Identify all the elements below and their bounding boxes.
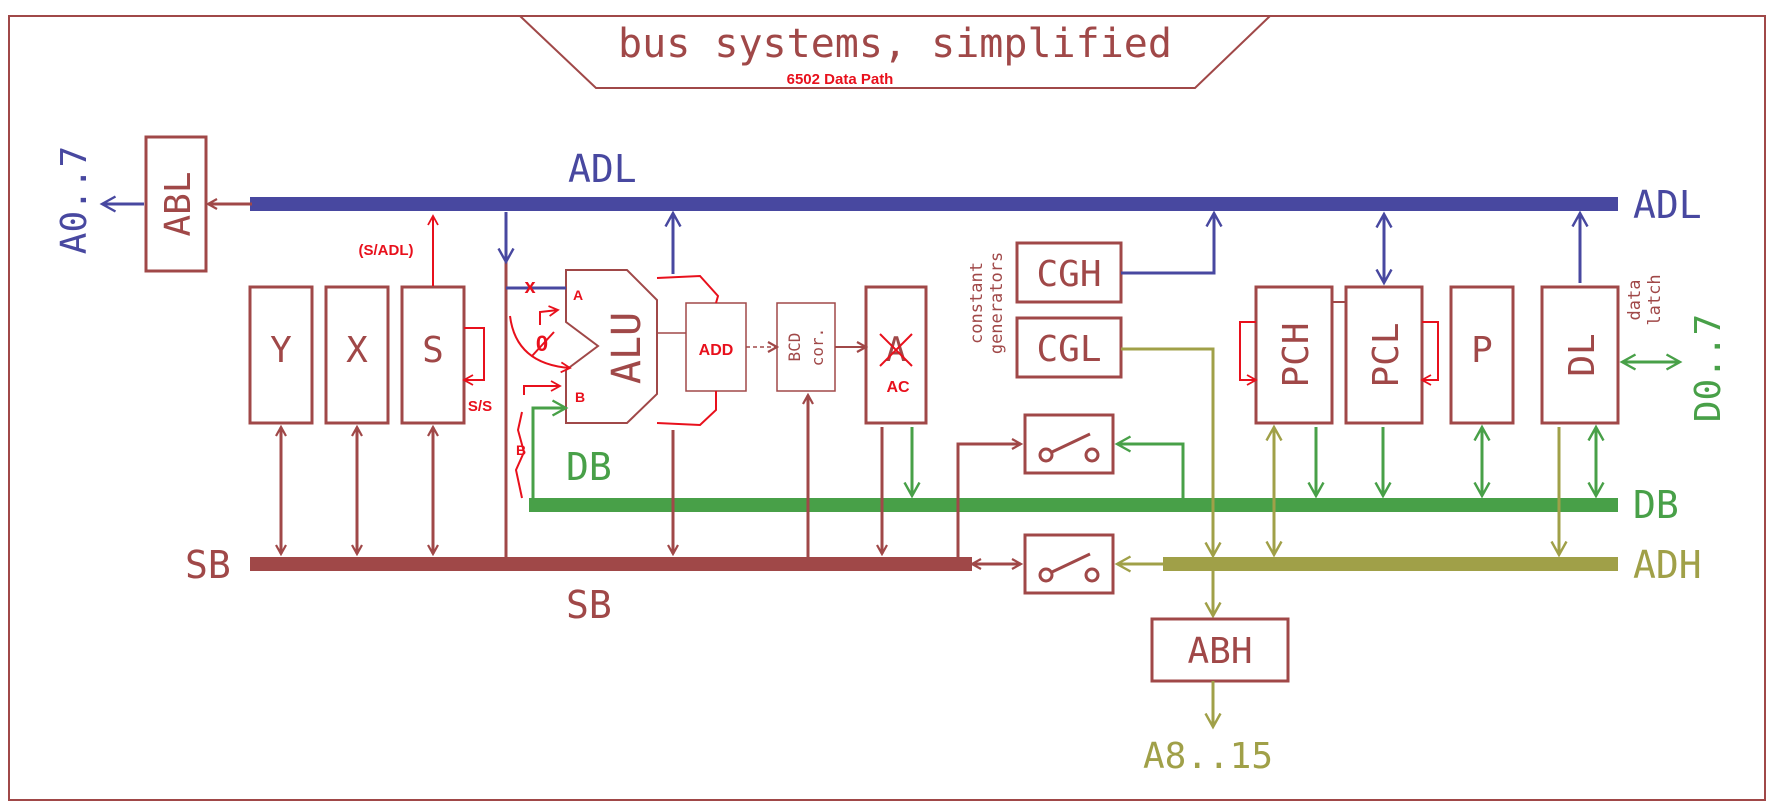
alu-adl-feed-annotation: [656, 274, 720, 304]
dl-register: [1540, 285, 1620, 425]
diagram-title: bus systems, simplified: [618, 21, 1172, 67]
bcd-label: BCD: [785, 333, 804, 362]
low-address-pins: A0..7: [54, 146, 95, 254]
y-label: Y: [270, 330, 292, 371]
data-latch-note-line1: data: [1625, 280, 1645, 321]
s-adl-annotation: (S/ADL): [359, 242, 414, 259]
switch-lever-icon: [1051, 552, 1091, 574]
alu-b-source-bracket: [514, 411, 526, 499]
ac-label: AC: [886, 379, 910, 396]
sb-bus: [250, 557, 972, 571]
s-self-loop-annotation: [462, 327, 485, 386]
abl-label: ABL: [158, 171, 199, 236]
ac-register: [864, 285, 928, 425]
db-bus: [529, 498, 1618, 512]
alu-input-a-annotation: A: [573, 287, 583, 303]
diagram-frame: [8, 15, 1766, 801]
constant-generators-note-line2: generators: [987, 252, 1007, 354]
zero-to-a-annotation-arrow: [539, 305, 560, 325]
pch-register: [1254, 285, 1334, 425]
pcl-increment-loop: [1420, 321, 1439, 386]
adl-bus-label-top: ADL: [568, 147, 637, 191]
data-pins: D0..7: [1688, 314, 1729, 422]
sb-bus-label-left: SB: [185, 543, 231, 587]
adh-bus: [1163, 557, 1618, 571]
pch-increment-loop: [1239, 321, 1258, 386]
high-address-pins: A8..15: [1143, 736, 1273, 777]
diagram-subtitle: 6502 Data Path: [787, 71, 894, 88]
db-bus-label-left: DB: [566, 445, 612, 489]
data-latch-note-line2: latch: [1645, 274, 1665, 325]
alu-zero-strike-icon: [531, 331, 555, 357]
adl-bus-label-right: ADL: [1633, 183, 1702, 227]
cgl-label: CGL: [1036, 329, 1101, 370]
switch-contact-icon: [1084, 567, 1100, 583]
db-bus-label-right: DB: [1633, 483, 1679, 527]
x-label: X: [346, 330, 368, 371]
title-plate: [519, 15, 1271, 89]
alu-unit: [565, 269, 658, 424]
abh-register: [1150, 617, 1290, 683]
constant-generators-note-line1: constant: [967, 262, 987, 344]
switch-contact-icon: [1084, 447, 1100, 463]
cgh-label: CGH: [1036, 254, 1101, 295]
adl-bus: [250, 197, 1618, 211]
abh-label: ABH: [1187, 631, 1252, 672]
pcl-label: PCL: [1366, 322, 1407, 387]
s-s-annotation: S/S: [468, 398, 492, 415]
cgh-to-adl-link: [1121, 210, 1223, 275]
sb-adh-pass-switch: [1023, 533, 1115, 595]
x-register: [324, 285, 390, 425]
sb-bus-label-below: SB: [566, 583, 612, 627]
alu-label: ALU: [604, 312, 650, 384]
switch-lever-icon: [1051, 432, 1091, 454]
alu-a-blocked-marker: x: [524, 276, 535, 298]
y-register: [248, 285, 314, 425]
alu-sb-feed-annotation: [656, 391, 717, 427]
sb-to-switch1-link: [956, 444, 1021, 560]
db-to-b-annotation-arrow: [523, 380, 562, 395]
p-register: [1449, 285, 1515, 425]
p-label: P: [1471, 330, 1493, 371]
alu-input-b-annotation: B: [575, 389, 585, 405]
pch-label: PCH: [1276, 322, 1317, 387]
switch1-to-db-link: [1114, 435, 1185, 498]
cgl-to-adh-link: [1121, 347, 1222, 559]
ac-old-strike-icon: [879, 333, 913, 367]
db-sb-pass-switch: [1023, 413, 1115, 475]
add-label: ADD: [699, 342, 734, 359]
pcl-register: [1344, 285, 1424, 425]
switch-contact-icon: [1038, 567, 1054, 583]
db-alu-input-b-line: [531, 399, 569, 505]
dl-label: DL: [1562, 333, 1603, 376]
sb-to-a-annotation-curve: [509, 315, 572, 374]
alu-zero-annotation: 0: [536, 331, 548, 356]
s-register: [400, 285, 466, 425]
bcd-sub-label: cor.: [808, 328, 827, 367]
switch-contact-icon: [1038, 447, 1054, 463]
alu-b-bracket-label: B: [516, 442, 526, 458]
adh-bus-label-right: ADH: [1633, 543, 1702, 587]
s-label: S: [422, 330, 444, 371]
